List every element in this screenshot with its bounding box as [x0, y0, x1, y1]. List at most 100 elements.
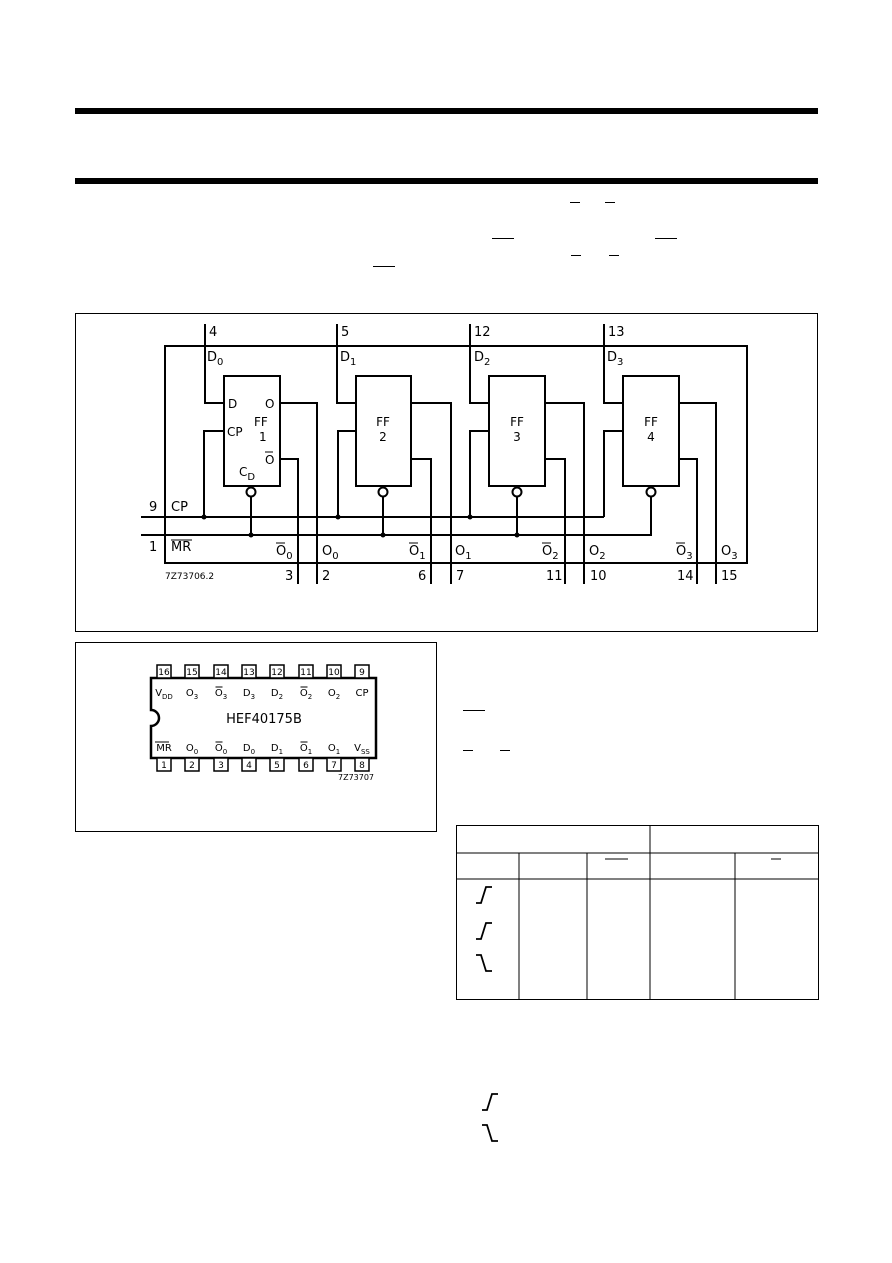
ff4-number: 4: [647, 430, 655, 444]
chip-name: HEF40175B: [226, 712, 302, 727]
ff1-cd-label: CD: [239, 465, 255, 483]
pin-16-box: [156, 664, 172, 679]
overline-mark: [605, 202, 615, 203]
pin-2-number: 2: [189, 761, 195, 771]
pin-9-box: [354, 664, 370, 679]
pin-6-number: 6: [418, 569, 426, 584]
pin-16-label: VDD: [155, 688, 173, 701]
mr-label: MR: [171, 540, 191, 555]
falling-edge-icon: [482, 1124, 498, 1142]
pin-6-label: O1: [300, 743, 312, 756]
cp-label: CP: [171, 500, 188, 515]
output-label-o1-not: O1: [409, 544, 426, 562]
pin-d0-number: 4: [209, 325, 217, 340]
overline-mark: [609, 255, 619, 256]
pin-14-label: O3: [215, 688, 227, 701]
pin-7-box: [326, 757, 342, 772]
ff2-number: 2: [379, 430, 387, 444]
ff1-number: 1: [259, 430, 267, 444]
pin-1-label: MR: [156, 743, 172, 754]
pin-11-box: [298, 664, 314, 679]
pin-1-box: [156, 757, 172, 772]
pin-11-number: 11: [546, 569, 563, 584]
pin-12-label: D2: [271, 688, 283, 701]
pin-2-number: 2: [322, 569, 330, 584]
pin-2-box: [184, 757, 200, 772]
pin-16-number: 16: [158, 668, 170, 678]
ff3-number: 3: [513, 430, 521, 444]
pin-15-label: O3: [186, 688, 198, 701]
pin-14-number: 14: [215, 668, 227, 678]
pin-3-box: [213, 757, 229, 772]
output-label-o2: O2: [589, 544, 606, 562]
ff1-o-label: O: [265, 397, 274, 411]
header-rule: [75, 178, 818, 184]
diagram-code: 7Z73706.2: [165, 572, 214, 582]
output-label-o1: O1: [455, 544, 472, 562]
pin-6-number: 6: [303, 761, 309, 771]
input-label-d0: D0: [207, 350, 223, 368]
pin-7-number: 7: [456, 569, 464, 584]
ff1-ff-label: FF: [254, 415, 268, 429]
overline-mark: [463, 710, 485, 711]
rising-edge-icon: [476, 922, 492, 940]
pin-d3-number: 13: [608, 325, 625, 340]
pin-7-number: 7: [331, 761, 337, 771]
ff3-ff-label: FF: [510, 415, 524, 429]
pin-7-label: O1: [328, 743, 340, 756]
overline-mark: [492, 238, 514, 239]
ff1-cp-label: CP: [227, 425, 243, 439]
overline-mark: [571, 255, 581, 256]
pin-8-label: VSS: [354, 743, 370, 756]
pin-3-number: 3: [218, 761, 224, 771]
input-label-d3: D3: [607, 350, 623, 368]
pin-9-number: 9: [359, 668, 365, 678]
output-label-o3: O3: [721, 544, 738, 562]
pin-15-number: 15: [721, 569, 738, 584]
pin-1-number: 1: [161, 761, 167, 771]
output-label-o3-not: O3: [676, 544, 693, 562]
edge-legend: [482, 1093, 498, 1142]
pin-12-number: 12: [271, 668, 282, 678]
pin-5-box: [269, 757, 285, 772]
pin-6-box: [298, 757, 314, 772]
overline-mark: [500, 750, 510, 751]
cp-pin-number: 9: [149, 500, 157, 515]
top-rule: [75, 108, 818, 114]
pin-11-number: 11: [300, 668, 311, 678]
pin-d2-number: 12: [474, 325, 491, 340]
pin-3-number: 3: [285, 569, 293, 584]
pin-10-label: O2: [328, 688, 340, 701]
pin-11-label: O2: [300, 688, 312, 701]
pin-5-label: D1: [271, 743, 283, 756]
output-label-o2-not: O2: [542, 544, 559, 562]
pin-13-label: D3: [243, 688, 255, 701]
pin-4-box: [241, 757, 257, 772]
pin-d1-number: 5: [341, 325, 349, 340]
pin-15-number: 15: [186, 668, 197, 678]
falling-edge-icon: [476, 954, 492, 972]
pin-13-box: [241, 664, 257, 679]
pin-14-number: 14: [677, 569, 694, 584]
function-table: [456, 825, 819, 1000]
logic-diagram: 4 5 12 13 D0 D1 D2 D3 D O CP FF 1 O CD F…: [141, 324, 748, 584]
pin-4-number: 4: [246, 761, 252, 771]
pin-10-box: [326, 664, 342, 679]
pin-3-label: O0: [215, 743, 227, 756]
overline-mark: [655, 238, 677, 239]
pin-13-number: 13: [243, 668, 254, 678]
pin-9-label: CP: [355, 688, 368, 699]
ff1-d-label: D: [228, 397, 237, 411]
ff1-onot-label: O: [265, 453, 274, 467]
input-label-d2: D2: [474, 350, 490, 368]
output-label-o0-not: O0: [276, 544, 293, 562]
overline-mark: [463, 750, 473, 751]
ff2-ff-label: FF: [376, 415, 390, 429]
overline-mark: [570, 202, 580, 203]
overline-mark: [373, 266, 395, 267]
rising-edge-icon: [482, 1093, 498, 1111]
pin-12-box: [269, 664, 285, 679]
pin-15-box: [184, 664, 200, 679]
